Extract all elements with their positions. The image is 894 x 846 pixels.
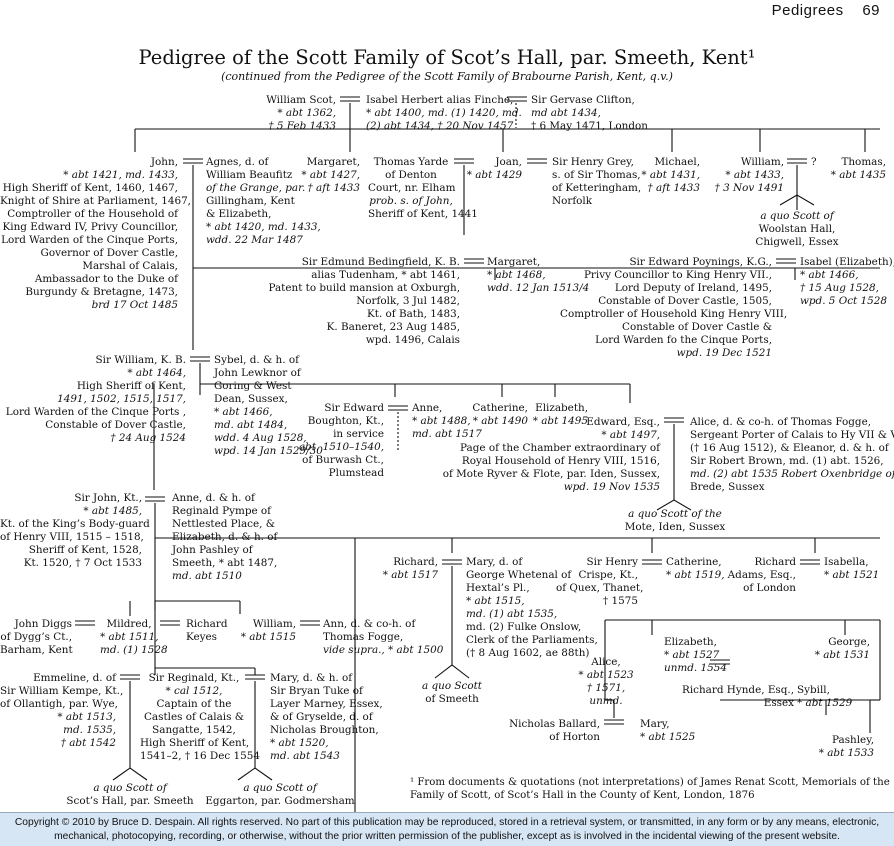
person-richard-1: Richard,* abt 1517 (382, 556, 438, 581)
page-subtitle: (continued from the Pedigree of the Scot… (221, 70, 673, 83)
person-edward-esq: Edward, Esq.,* abt 1497,Page of the Cham… (442, 416, 660, 493)
person-isabel-herbert: Isabel Herbert alias Finche,* abt 1400, … (366, 94, 522, 132)
person-unknown-spouse: ? (811, 156, 817, 168)
running-title: Pedigrees (771, 2, 844, 19)
person-john-kt: Sir John, Kt.,* abt 1485,Kt. of the King… (0, 492, 150, 569)
person-thomas-2: Thomas,* abt 1435 (830, 156, 886, 181)
person-reginald: Sir Reginald, Kt.,* cal 1512,Captain of … (140, 672, 260, 762)
person-nicholas-ballard: Nicholas Ballard,of Horton (509, 718, 600, 743)
person-alice-fogge: Alice, d. & co-h. of Thomas Fogge,Sergea… (690, 416, 894, 493)
person-isabel-elizabeth: Isabel (Elizabeth),* abt 1466,† 15 Aug 1… (800, 256, 894, 307)
person-mary-3: Mary,* abt 1525 (640, 718, 696, 743)
person-william-scot: William Scot,* abt 1362,† 5 Feb 1433 (266, 94, 336, 132)
person-sybill: Sybill,* abt 1529 (797, 684, 853, 709)
person-margaret-1: Margaret,* abt 1427,† aft 1433 (301, 156, 360, 194)
page-title: Pedigree of the Scott Family of Scot’s H… (138, 46, 756, 69)
person-gervase-clifton: Sir Gervase Clifton,md abt 1434,† 6 May … (531, 94, 648, 132)
person-catherine-1: Catherine,* abt 1490 (472, 402, 528, 427)
person-michael: Michael,* abt 1431,† aft 1433 (641, 156, 700, 194)
person-edmund-bedingfield: Sir Edmund Bedingfield, K. B.alias Tuden… (268, 256, 460, 346)
person-pashley: Pashley,* abt 1533 (818, 734, 874, 759)
person-william-3: William,* abt 1515 (240, 618, 296, 643)
person-alice-2: Alice,* abt 1523† 1571,unmd. (578, 656, 634, 707)
footnote: ¹ From documents & quotations (not inter… (410, 777, 890, 801)
person-john: John,* abt 1421, md. 1433,High Sheriff o… (0, 156, 191, 311)
person-edward-poynings: Sir Edward Poynings, K.G.,Privy Councill… (560, 256, 788, 359)
person-catherine-2: Catherine,* abt 1519, (666, 556, 725, 581)
person-anne-1: Anne,* abt 1488,md. abt 1517 (412, 402, 482, 440)
person-george: George,* abt 1531 (814, 636, 870, 661)
person-william-2: William,* abt 1433,† 3 Nov 1491 (714, 156, 784, 194)
copyright-notice: Copyright © 2010 by Bruce D. Despain. Al… (0, 812, 894, 846)
page-number: 69 (862, 2, 880, 19)
person-margaret-2: Margaret,* abt 1468,wdd. 12 Jan 1513/4 (487, 256, 590, 294)
person-richard-hynde: Richard Hynde, Esq.,Essex (682, 684, 794, 709)
person-joan: Joan,* abt 1429 (466, 156, 522, 181)
person-william-kb: Sir William, K. B.* abt 1464,High Sherif… (5, 354, 186, 444)
running-header: Pedigrees 69 (772, 2, 880, 19)
person-isabella: Isabella,* abt 1521 (824, 556, 880, 581)
pedigree-connector-lines (75, 96, 881, 812)
person-mildred: Mildred,* abt 1511,md. (1) 1528 (100, 618, 168, 656)
person-henry-grey: Sir Henry Grey,s. of Sir Thomas,of Kette… (552, 156, 642, 207)
person-elizabeth-1: Elizabeth,* abt 1495 (532, 402, 588, 427)
